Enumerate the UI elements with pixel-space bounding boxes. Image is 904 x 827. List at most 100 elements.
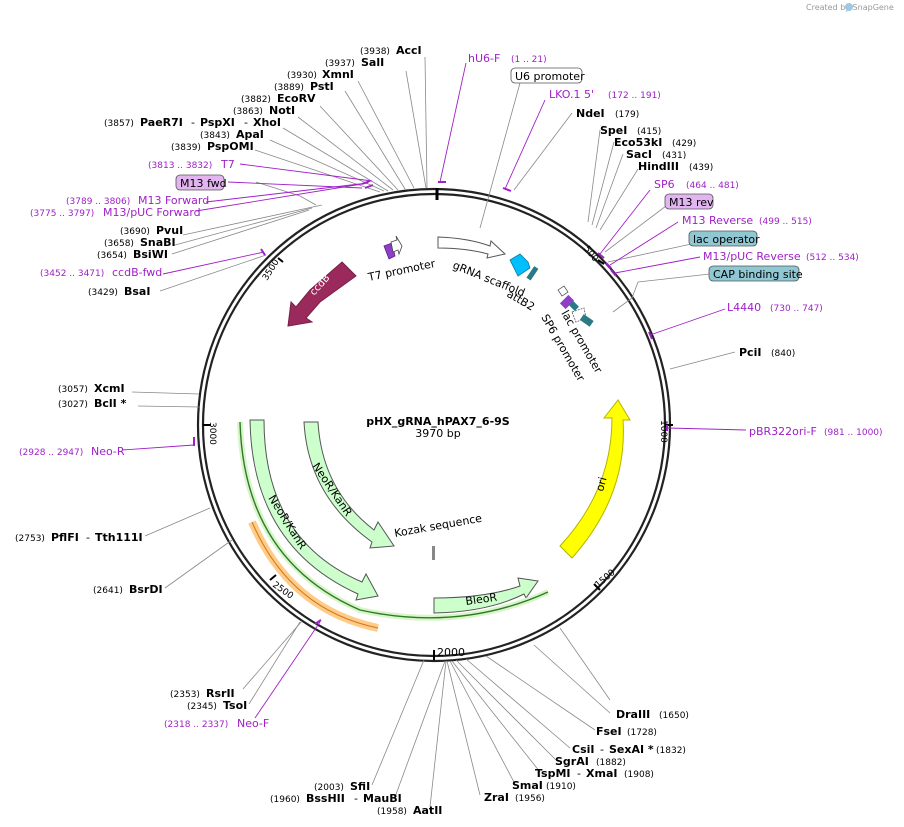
site-bsshii-maubi[interactable]: (1960) BssHII - MauBI [270, 792, 402, 805]
svg-text:(3658): (3658) [104, 239, 134, 249]
svg-text:(3057): (3057) [58, 385, 88, 395]
site-smaI[interactable]: SmaI (1910) [512, 779, 576, 792]
svg-text:(2345): (2345) [187, 702, 217, 712]
plasmid-name: pHX_gRNA_hPAX7_6-9S [366, 415, 510, 428]
neokan-left-arrow[interactable] [249, 419, 379, 601]
svg-text:(3882): (3882) [241, 95, 271, 105]
primer-pbr322ori-f[interactable]: pBR322ori-F (981 .. 1000) [749, 425, 883, 438]
site-bsaI[interactable]: (3429) BsaI [88, 285, 150, 298]
primer-t7[interactable]: (3813 .. 3832) T7 [148, 158, 235, 171]
site-snabi[interactable]: (3658) SnaBI [104, 236, 176, 249]
attb2-marker[interactable] [526, 266, 539, 281]
site-notI[interactable]: (3863) NotI [233, 104, 295, 117]
snapgene-logo-icon [845, 3, 853, 11]
lac-operator-box[interactable]: lac operator [688, 230, 760, 247]
site-pstI[interactable]: (3889) PstI [274, 80, 334, 93]
svg-text:-: - [600, 743, 604, 756]
site-sfiI[interactable]: (2003) SfiI [314, 780, 370, 793]
svg-text:SnaBI: SnaBI [140, 236, 176, 249]
svg-text:M13/pUC Reverse: M13/pUC Reverse [703, 250, 801, 263]
site-eco53ki[interactable]: Eco53kI (429) [614, 136, 696, 149]
svg-text:M13 rev: M13 rev [669, 196, 714, 209]
svg-text:lac operator: lac operator [693, 233, 760, 246]
site-draiii[interactable]: DraIII (1650) [616, 708, 689, 721]
site-pciI[interactable]: PciI (840) [739, 346, 795, 359]
neo-highlight-arc-outline [251, 521, 379, 629]
primer-neo-f[interactable]: (2318 .. 2337) Neo-F [164, 717, 269, 730]
plasmid-size: 3970 bp [415, 427, 460, 440]
primer-m13-forward[interactable]: (3789 .. 3806) M13 Forward [66, 194, 209, 207]
svg-text:TspMI: TspMI [535, 767, 571, 780]
site-aatii[interactable]: (1958) AatII [377, 804, 442, 817]
primer-m13-puc-reverse[interactable]: M13/pUC Reverse (512 .. 534) [703, 250, 859, 263]
svg-text:(981 .. 1000): (981 .. 1000) [824, 428, 883, 438]
kozak-marker[interactable] [432, 546, 435, 560]
primer-marks [193, 180, 668, 625]
primer-m13-puc-forward[interactable]: (3775 .. 3797) M13/pUC Forward [30, 206, 201, 219]
svg-text:U6 promoter: U6 promoter [515, 70, 585, 83]
site-xmnI[interactable]: (3930) XmnI [287, 68, 354, 81]
svg-text:(840): (840) [771, 349, 795, 359]
grna-cyan-arrow[interactable] [509, 253, 531, 277]
svg-text:T7: T7 [220, 158, 235, 171]
svg-text:MauBI: MauBI [363, 792, 402, 805]
site-tsoI[interactable]: (2345) TsoI [187, 699, 247, 712]
site-rsrii[interactable]: (2353) RsrII [170, 687, 235, 700]
site-salI[interactable]: (3937) SalI [325, 56, 384, 69]
site-speI[interactable]: SpeI (415) [600, 124, 661, 137]
svg-text:SexAI *: SexAI * [609, 743, 654, 756]
primer-sp6[interactable]: SP6 (464 .. 481) [654, 178, 739, 191]
svg-text:(2003): (2003) [314, 783, 344, 793]
m13-fwd-box[interactable]: M13 fwd [175, 174, 227, 191]
svg-text:pBR322ori-F: pBR322ori-F [749, 425, 817, 438]
site-bclI[interactable]: (3027) BclI * [58, 397, 127, 410]
site-ecorv[interactable]: (3882) EcoRV [241, 92, 316, 105]
svg-text:SfiI: SfiI [350, 780, 370, 793]
svg-text:(499 .. 515): (499 .. 515) [759, 217, 812, 227]
svg-text:(3889): (3889) [274, 83, 304, 93]
primer-lko1-5[interactable]: LKO.1 5' (172 .. 191) [549, 88, 661, 101]
primer-ccdb-fwd[interactable]: (3452 .. 3471) ccdB-fwd [40, 266, 162, 279]
ori-feature-arrow[interactable] [559, 399, 631, 559]
site-paer7i-pspxi-xhoi[interactable]: (3857) PaeR7I - PspXI - XhoI [104, 116, 281, 129]
site-apaI[interactable]: (3843) ApaI [200, 128, 264, 141]
svg-text:(3843): (3843) [200, 131, 230, 141]
svg-text:SgrAI: SgrAI [555, 755, 589, 768]
site-fseI[interactable]: FseI (1728) [596, 725, 657, 738]
t7-promoter-arrow[interactable] [383, 235, 403, 260]
m13-rev-box[interactable]: M13 rev [664, 193, 714, 210]
site-xcmI[interactable]: (3057) XcmI [58, 382, 125, 395]
neokan-inner-arrow[interactable] [303, 421, 395, 549]
site-zraI[interactable]: ZraI (1956) [484, 791, 545, 804]
svg-text:PflFI: PflFI [51, 531, 79, 544]
svg-text:XcmI: XcmI [94, 382, 125, 395]
site-bsrdi[interactable]: (2641) BsrDI [93, 583, 163, 596]
site-ndeI[interactable]: NdeI (179) [576, 107, 639, 120]
grna-scaffold-arrow[interactable] [437, 236, 507, 259]
u6-promoter-box[interactable]: U6 promoter [510, 67, 585, 84]
svg-text:-: - [244, 116, 248, 129]
site-hindiii[interactable]: HindIII (439) [638, 160, 713, 173]
primer-m13-reverse[interactable]: M13 Reverse (499 .. 515) [682, 214, 812, 227]
ccdb-feature-arrow[interactable] [287, 261, 357, 327]
svg-text:SacI: SacI [626, 148, 652, 161]
svg-text:hU6-F: hU6-F [468, 52, 500, 65]
primer-hu6-f[interactable]: hU6-F (1 .. 21) [468, 52, 547, 65]
site-pvuI[interactable]: (3690) PvuI [120, 224, 183, 237]
site-csii-sexai[interactable]: CsiI - SexAI * (1832) [572, 743, 686, 756]
cap-binding-site-box[interactable]: CAP binding site [708, 265, 803, 282]
svg-text:(429): (429) [672, 139, 696, 149]
bleor-feature-arrow[interactable] [433, 577, 539, 614]
lac-region-marks[interactable] [557, 285, 594, 327]
site-bsiwi[interactable]: (3654) BsiWI [97, 248, 168, 261]
site-accI[interactable]: (3938) AccI [360, 44, 422, 57]
svg-text:1000: 1000 [658, 420, 668, 443]
primer-l4440[interactable]: L4440 (730 .. 747) [727, 301, 823, 314]
site-sgrai[interactable]: SgrAI (1882) [555, 755, 626, 768]
site-sacI[interactable]: SacI (431) [626, 148, 686, 161]
primer-neo-r[interactable]: (2928 .. 2947) Neo-R [19, 445, 125, 458]
site-tspmi-xmai[interactable]: TspMI - XmaI (1908) [535, 767, 654, 780]
site-pflfi-tth111i[interactable]: (2753) PflFI - Tth111I [15, 531, 143, 544]
site-pspomi[interactable]: (3839) PspOMI [171, 140, 254, 153]
svg-text:SpeI: SpeI [600, 124, 627, 137]
